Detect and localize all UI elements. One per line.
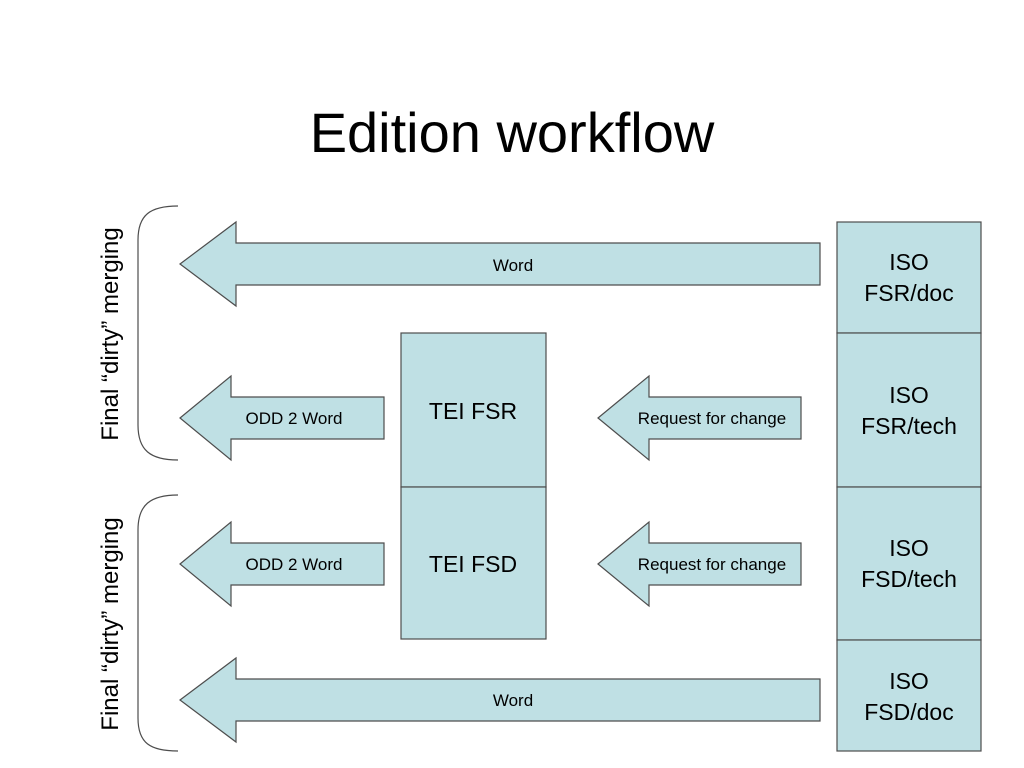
request-arrow-bottom-label: Request for change [638, 555, 786, 574]
iso-fsr-doc-line1: ISO [889, 249, 929, 275]
side-label-bottom: Final “dirty” merging [97, 517, 124, 730]
odd-arrow-bottom-label: ODD 2 Word [246, 555, 343, 574]
iso-fsd-tech-line1: ISO [889, 535, 929, 561]
request-arrow-top-label: Request for change [638, 409, 786, 428]
tei-fsd-box: TEI FSD [400, 486, 547, 640]
side-label-top: Final “dirty” merging [97, 227, 124, 440]
iso-fsd-doc-line2: FSD/doc [864, 699, 953, 725]
iso-fsd-tech-line2: FSD/tech [861, 566, 957, 592]
iso-fsr-doc-box: ISO FSR/doc [836, 221, 982, 334]
odd-arrow-top: ODD 2 Word [179, 374, 385, 462]
iso-fsr-doc-line2: FSR/doc [864, 280, 953, 306]
request-arrow-bottom: Request for change [597, 520, 802, 608]
iso-fsr-tech-box: ISO FSR/tech [836, 332, 982, 488]
tei-fsd-label: TEI FSD [429, 551, 517, 577]
odd-arrow-bottom: ODD 2 Word [179, 520, 385, 608]
word-arrow-bottom: Word [179, 656, 821, 744]
word-arrow-bottom-label: Word [493, 691, 533, 710]
tei-fsr-label: TEI FSR [429, 398, 517, 424]
iso-fsd-doc-line1: ISO [889, 668, 929, 694]
iso-fsd-tech-box: ISO FSD/tech [836, 486, 982, 641]
tei-fsr-box: TEI FSR [400, 332, 547, 488]
word-arrow-top: Word [179, 220, 821, 308]
iso-fsr-tech-line1: ISO [889, 382, 929, 408]
odd-arrow-top-label: ODD 2 Word [246, 409, 343, 428]
bottom-merge-brace [137, 494, 179, 752]
top-merge-brace [137, 205, 179, 461]
word-arrow-top-label: Word [493, 256, 533, 275]
iso-fsr-tech-line2: FSR/tech [861, 413, 957, 439]
page-title: Edition workflow [309, 101, 715, 164]
request-arrow-top: Request for change [597, 374, 802, 462]
iso-fsd-doc-box: ISO FSD/doc [836, 639, 982, 752]
